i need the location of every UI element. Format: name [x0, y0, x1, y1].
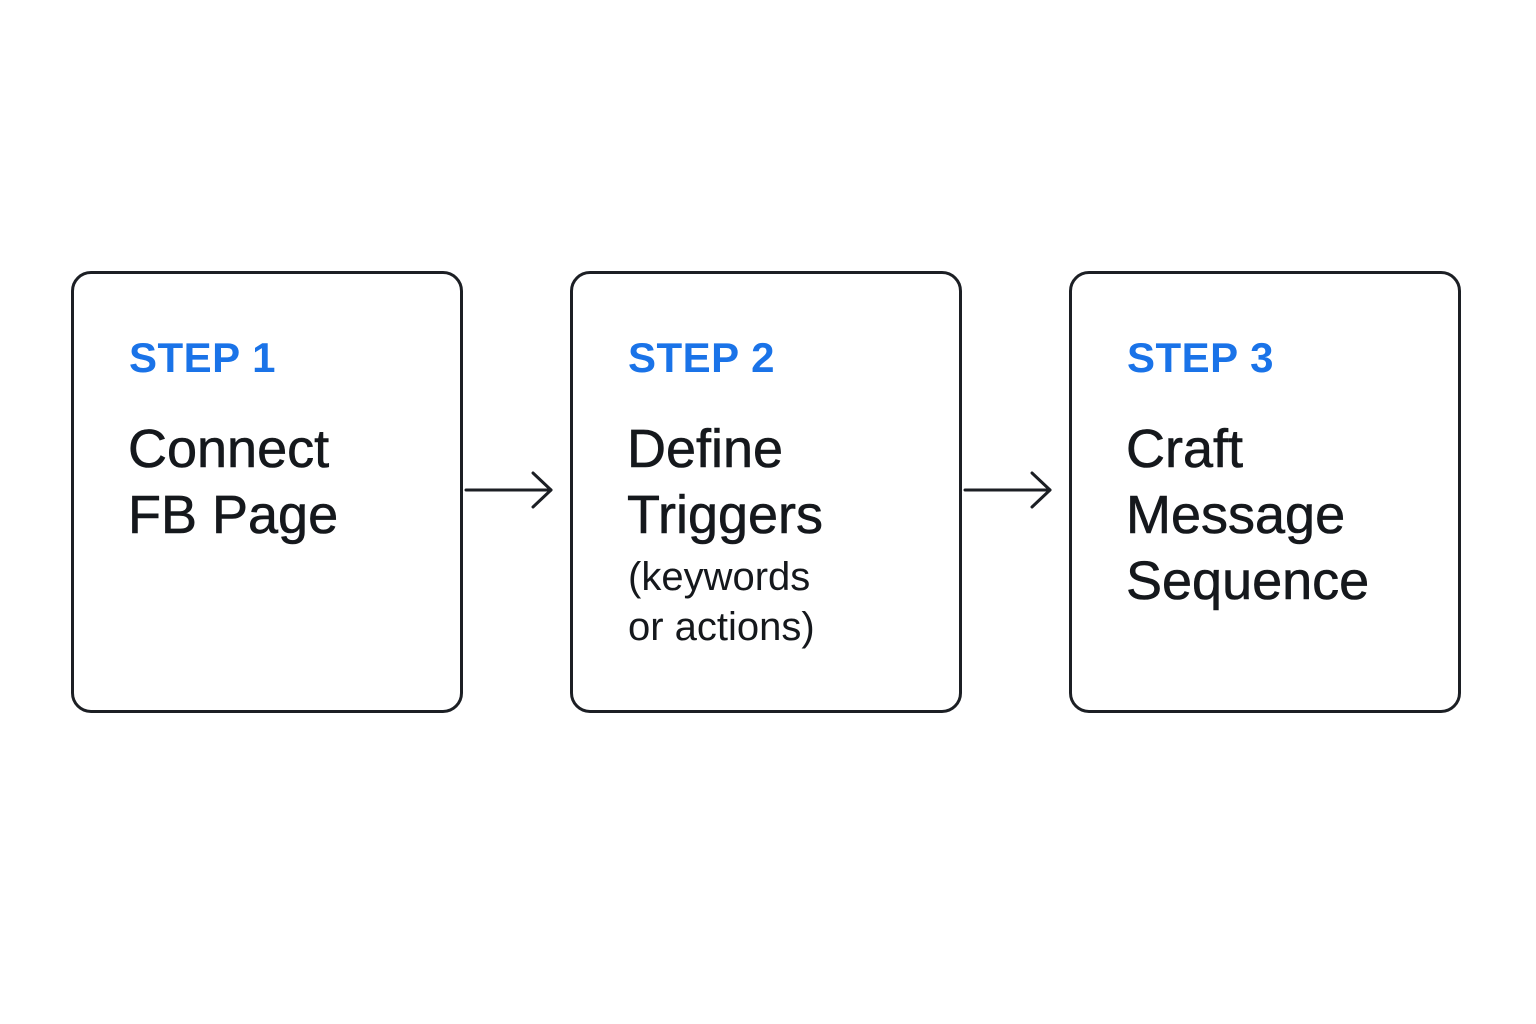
- step-2-label: STEP 2: [628, 334, 775, 381]
- step-3-label: STEP 3: [1127, 334, 1274, 381]
- step-2-title: Define Triggers: [627, 419, 824, 546]
- step-3-box: STEP 3 Craft Message Sequence: [1069, 271, 1461, 713]
- step-1-title: Connect FB Page: [128, 419, 339, 546]
- step-3-title: Craft Message Sequence: [1126, 419, 1370, 612]
- arrow-right-icon: [963, 471, 1052, 509]
- step-1-label: STEP 1: [129, 334, 276, 381]
- step-2-box: STEP 2 Define Triggers (keywords or acti…: [570, 271, 962, 713]
- step-2-subtitle: (keywords or actions): [628, 555, 815, 649]
- step-1-box: STEP 1 Connect FB Page: [71, 271, 463, 713]
- arrow-right-icon: [464, 471, 553, 509]
